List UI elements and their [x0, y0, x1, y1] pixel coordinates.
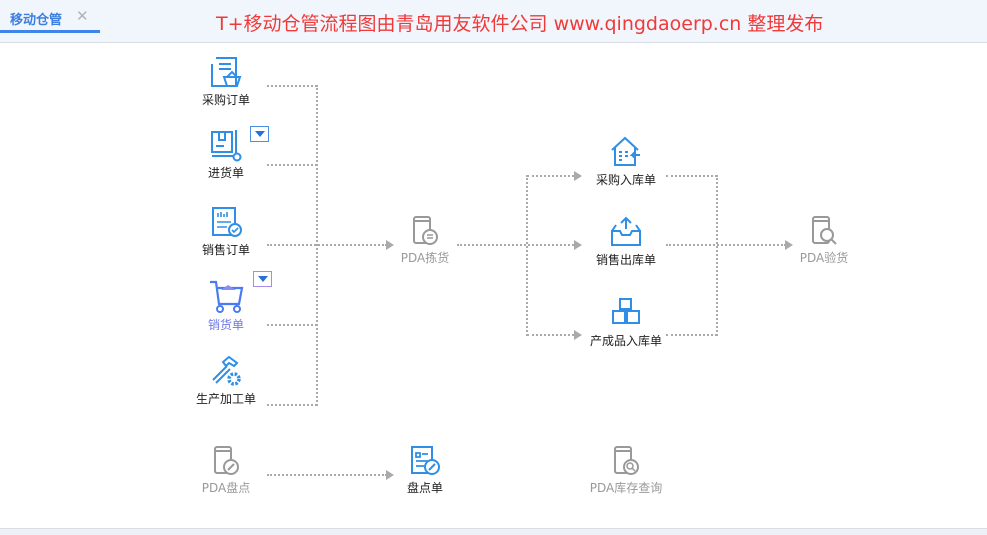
node-label: PDA拣货 [400, 251, 450, 265]
node-label: 盘点单 [406, 481, 443, 495]
node-label: 销售订单 [201, 243, 250, 257]
dropdown-toggle[interactable] [250, 126, 269, 142]
node-label: PDA库存查询 [589, 481, 663, 495]
node-stocktake-doc[interactable]: 盘点单 [375, 445, 475, 496]
node-purchase-inbound[interactable]: 采购入库单 [576, 135, 676, 188]
arrow-icon [386, 470, 394, 480]
arrow-icon [574, 330, 582, 340]
banner-title: T+移动仓管流程图由青岛用友软件公司 www.qingdaoerp.cn 整理发… [216, 13, 824, 35]
node-sales-outbound[interactable]: 销售出库单 [576, 215, 676, 268]
stocktake-doc-icon [411, 446, 440, 475]
tab-bar: 移动仓管 ✕ T+移动仓管流程图由青岛用友软件公司 www.qingdaoerp… [0, 0, 987, 43]
arrow-icon [785, 240, 793, 250]
node-pda-inspection[interactable]: PDA验货 [774, 215, 874, 266]
node-purchase-receipt[interactable]: 进货单 [176, 128, 276, 181]
node-label: PDA盘点 [201, 481, 251, 495]
pda-search-icon [614, 446, 639, 475]
node-label: PDA验货 [799, 251, 849, 265]
arrow-icon [386, 240, 394, 250]
node-sales-delivery[interactable]: 销货单 [176, 278, 276, 333]
arrow-icon [574, 240, 582, 250]
tab-mobile-warehouse[interactable]: 移动仓管 ✕ [0, 0, 100, 33]
tray-out-icon [611, 216, 641, 246]
node-label: 采购订单 [201, 93, 250, 107]
node-label: 生产加工单 [195, 392, 256, 406]
purchase-order-icon [211, 57, 242, 87]
node-label: 进货单 [207, 166, 244, 180]
node-label: 销售出库单 [595, 253, 656, 267]
dropdown-toggle[interactable] [253, 271, 272, 287]
close-icon[interactable]: ✕ [76, 7, 89, 25]
hand-truck-icon [211, 130, 242, 162]
pda-icon [413, 216, 438, 245]
node-purchase-order[interactable]: 采购订单 [176, 55, 276, 108]
pda-inspect-icon [812, 216, 837, 245]
shopping-cart-icon [210, 280, 244, 313]
arrow-icon [574, 171, 582, 181]
node-production-order[interactable]: 生产加工单 [176, 354, 276, 407]
hammer-gear-icon [212, 355, 241, 386]
node-pda-stocktake[interactable]: PDA盘点 [176, 445, 276, 496]
sales-order-icon [212, 207, 242, 237]
boxes-icon [612, 298, 640, 324]
node-pda-picking[interactable]: PDA拣货 [375, 215, 475, 266]
tab-label: 移动仓管 [10, 13, 63, 28]
bottom-border [0, 528, 987, 535]
node-label: 销货单 [207, 318, 244, 332]
node-label: 采购入库单 [595, 173, 656, 187]
warehouse-in-icon [611, 136, 640, 166]
node-product-inbound[interactable]: 产成品入库单 [576, 296, 676, 349]
node-sales-order[interactable]: 销售订单 [176, 205, 276, 258]
node-pda-inventory-query[interactable]: PDA库存查询 [576, 445, 676, 496]
node-label: 产成品入库单 [589, 334, 662, 348]
pda-edit-icon [214, 446, 239, 475]
